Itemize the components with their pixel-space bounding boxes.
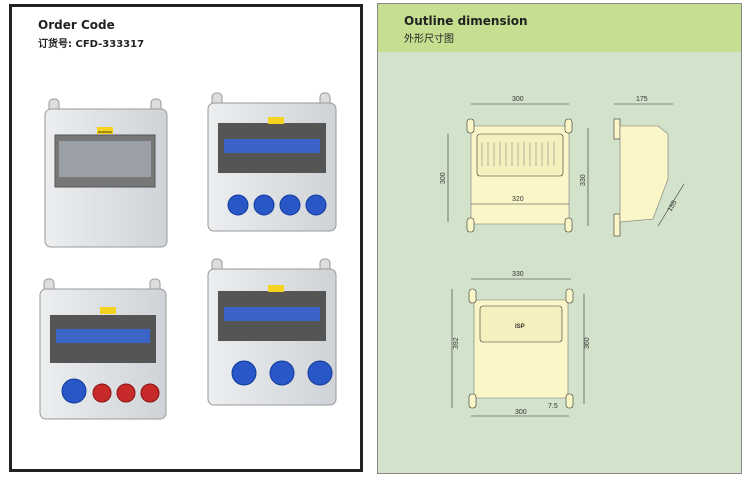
enclosure-3-blue-sockets — [207, 258, 337, 406]
front-view-2: ISP 330 300 392 360 7.5 — [451, 271, 591, 417]
front-view-1: 300 320 300 330 — [440, 96, 589, 233]
enclosure-empty: WARNING — [44, 98, 168, 248]
order-code-value: CFD-333317 — [75, 39, 145, 50]
outline-title: Outline dimension — [404, 14, 528, 28]
svg-text:300: 300 — [512, 96, 524, 103]
svg-text:330: 330 — [580, 174, 587, 186]
order-code-label: 订货号: — [38, 39, 72, 50]
svg-text:330: 330 — [512, 271, 524, 278]
dimension-drawings: 300 320 300 330 175 155 ISP 330 300 392 … — [440, 96, 685, 417]
svg-text:7.5: 7.5 — [548, 403, 558, 410]
order-code-title: Order Code — [38, 18, 115, 32]
svg-text:WARNING: WARNING — [98, 130, 113, 134]
svg-text:360: 360 — [584, 337, 591, 349]
svg-text:392: 392 — [453, 337, 460, 349]
enclosure-4-blue-sockets — [207, 92, 337, 232]
svg-text:175: 175 — [636, 96, 648, 103]
svg-text:ISP: ISP — [515, 324, 525, 330]
side-view: 175 155 — [613, 96, 685, 237]
outline-dimension-panel: Outline dimension 外形尺寸图 300 320 300 330 … — [377, 3, 742, 474]
enclosure-mixed-sockets — [39, 278, 167, 420]
panel-header: Outline dimension 外形尺寸图 — [378, 4, 741, 52]
order-code-panel: Order Code 订货号: CFD-333317 WARNING — [9, 4, 363, 472]
svg-text:300: 300 — [440, 172, 447, 184]
svg-text:300: 300 — [515, 409, 527, 416]
svg-text:320: 320 — [512, 196, 524, 203]
outline-subtitle: 外形尺寸图 — [404, 34, 454, 45]
product-images: WARNING — [39, 92, 337, 420]
svg-text:155: 155 — [667, 199, 679, 213]
